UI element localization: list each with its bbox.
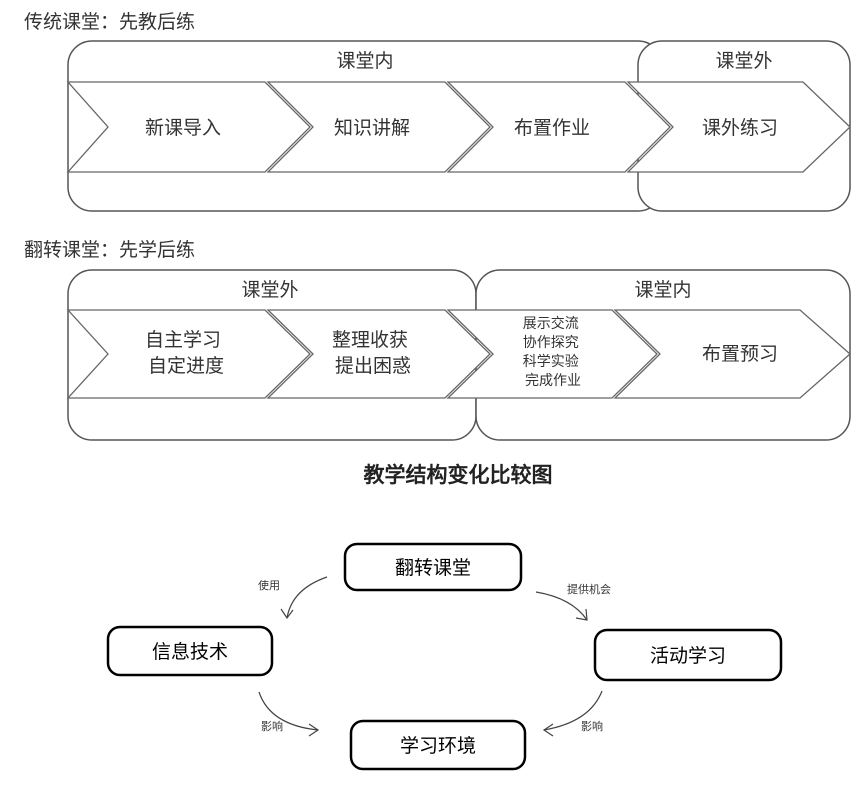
cycle-edge-left-to-bottom-label: 影响 <box>261 720 283 733</box>
traditional-step-3-label: 布置作业 <box>514 117 590 139</box>
cycle-edge-right-to-bottom-label: 影响 <box>581 720 603 733</box>
cycle-edge-top-to-right: 提供机会 <box>535 582 611 621</box>
cycle-node-top: 翻转课堂 <box>343 542 523 592</box>
flipped-heading: 翻转课堂：先学后练 <box>24 239 195 261</box>
flipped-step-4: 布置预习 <box>613 309 851 399</box>
traditional-step-4: 课外练习 <box>626 81 851 173</box>
cycle-edge-top-to-right-label: 提供机会 <box>567 582 611 596</box>
traditional-group-outclass-label: 课堂外 <box>715 50 772 72</box>
cycle-node-top-label: 翻转课堂 <box>395 557 471 579</box>
flipped-step-2: 整理收获 提出困惑 <box>266 309 491 399</box>
traditional-heading: 传统课堂：先教后练 <box>24 11 195 33</box>
traditional-step-1-label: 新课导入 <box>145 117 221 139</box>
cycle-node-right-label: 活动学习 <box>650 645 726 667</box>
arrowhead-icon <box>575 608 588 621</box>
flipped-step-1: 自主学习 自定进度 <box>66 309 311 399</box>
cycle-edge-left-to-top-label: 使用 <box>258 579 280 592</box>
cycle-node-left-label: 信息技术 <box>152 641 228 663</box>
traditional-step-3: 布置作业 <box>446 81 671 173</box>
flipped-step-3-label: 展示交流 协作探究 科学实验 完成作业 <box>523 315 583 389</box>
cycle-edge-left-to-top: 使用 <box>258 576 328 620</box>
flipped-group-inclass-label: 课堂内 <box>634 279 691 301</box>
comparison-caption: 教学结构变化比较图 <box>364 463 553 487</box>
traditional-step-2-label: 知识讲解 <box>334 117 410 139</box>
cycle-node-right: 活动学习 <box>593 628 783 682</box>
flipped-group-outclass-label: 课堂外 <box>241 279 298 301</box>
cycle-node-bottom-label: 学习环境 <box>400 735 476 757</box>
traditional-step-4-label: 课外练习 <box>702 117 778 139</box>
arrowhead-icon <box>308 723 320 737</box>
traditional-group-inclass-label: 课堂内 <box>336 50 393 72</box>
arrowhead-icon <box>280 608 294 620</box>
traditional-step-1: 新课导入 <box>66 81 311 173</box>
cycle-edge-right-to-bottom: 影响 <box>542 690 603 737</box>
cycle-node-left: 信息技术 <box>106 625 274 677</box>
flipped-step-3: 展示交流 协作探究 科学实验 完成作业 <box>446 309 658 399</box>
flipped-step-4-label: 布置预习 <box>702 343 778 365</box>
flipped-step-1-label: 自主学习 自定进度 <box>145 329 227 377</box>
cycle-node-bottom: 学习环境 <box>349 719 527 771</box>
traditional-step-2: 知识讲解 <box>266 81 491 173</box>
flipped-step-2-label: 整理收获 提出困惑 <box>332 329 414 377</box>
arrowhead-icon <box>542 723 554 737</box>
cycle-edge-left-to-bottom: 影响 <box>258 691 320 737</box>
